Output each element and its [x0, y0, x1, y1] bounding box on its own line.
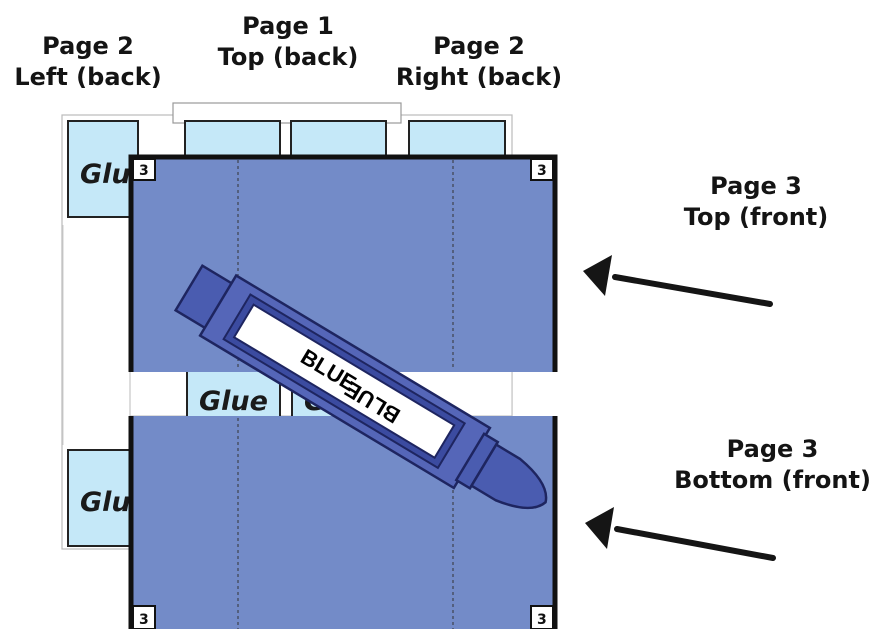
glue-label-middle-1: Glue — [199, 386, 268, 417]
label-page2-left-line2: Left (back) — [14, 63, 162, 91]
label-page3-top-line1: Page 3 — [710, 172, 802, 200]
page3-bottom-border — [128, 416, 558, 629]
glue-label-left-bottom: Glue — [80, 487, 149, 518]
glue-tab-left-bottom — [67, 449, 139, 547]
glue-tab-left-top — [67, 120, 139, 218]
label-page3-bottom-line2: Bottom (front) — [674, 466, 871, 494]
crayon-tip — [469, 442, 548, 510]
glue-tab-top-2 — [290, 120, 387, 162]
arrow-bottom-shaft — [614, 526, 776, 561]
label-page3-bottom-line1: Page 3 — [726, 435, 819, 463]
label-page3-bottom: Page 3 Bottom (front) — [670, 434, 875, 496]
page-number-box-top-left — [132, 158, 156, 181]
page-number-top-left: 3 — [139, 163, 149, 179]
page-number-box-bottom-right — [530, 605, 554, 629]
label-page3-top-line2: Top (front) — [683, 203, 829, 231]
arrow-top-shaft — [612, 274, 773, 307]
arrow-page3-top — [583, 255, 773, 307]
arrow-top-head — [583, 255, 612, 296]
label-page1-top-line1: Page 1 — [242, 12, 334, 40]
label-page1-top-line2: Top (back) — [217, 43, 359, 71]
arrow-bottom-head — [585, 507, 614, 549]
label-page3-top: Page 3 Top (front) — [676, 171, 836, 233]
arrow-page3-bottom — [585, 507, 776, 561]
label-page2-right: Page 2 Right (back) — [388, 31, 570, 93]
page-number-top-right: 3 — [537, 163, 547, 179]
label-page2-right-line2: Right (back) — [395, 63, 563, 91]
label-page2-left-line1: Page 2 — [42, 32, 134, 60]
glue-label-left-top: Glue — [80, 159, 149, 190]
label-page2-left: Page 2 Left (back) — [0, 31, 176, 93]
page-number-box-bottom-left — [132, 605, 156, 629]
page3-top-border — [128, 154, 558, 372]
label-page2-right-line1: Page 2 — [433, 32, 525, 60]
page1-top-outline — [172, 102, 402, 124]
blue-crayon-icon: BLUE BLUE — [173, 263, 548, 510]
page-number-bottom-left: 3 — [139, 612, 149, 628]
page-number-bottom-right: 3 — [537, 612, 547, 628]
label-page1-top: Page 1 Top (back) — [200, 11, 376, 73]
crayon-label — [232, 303, 456, 460]
page-number-box-top-right — [530, 158, 554, 181]
